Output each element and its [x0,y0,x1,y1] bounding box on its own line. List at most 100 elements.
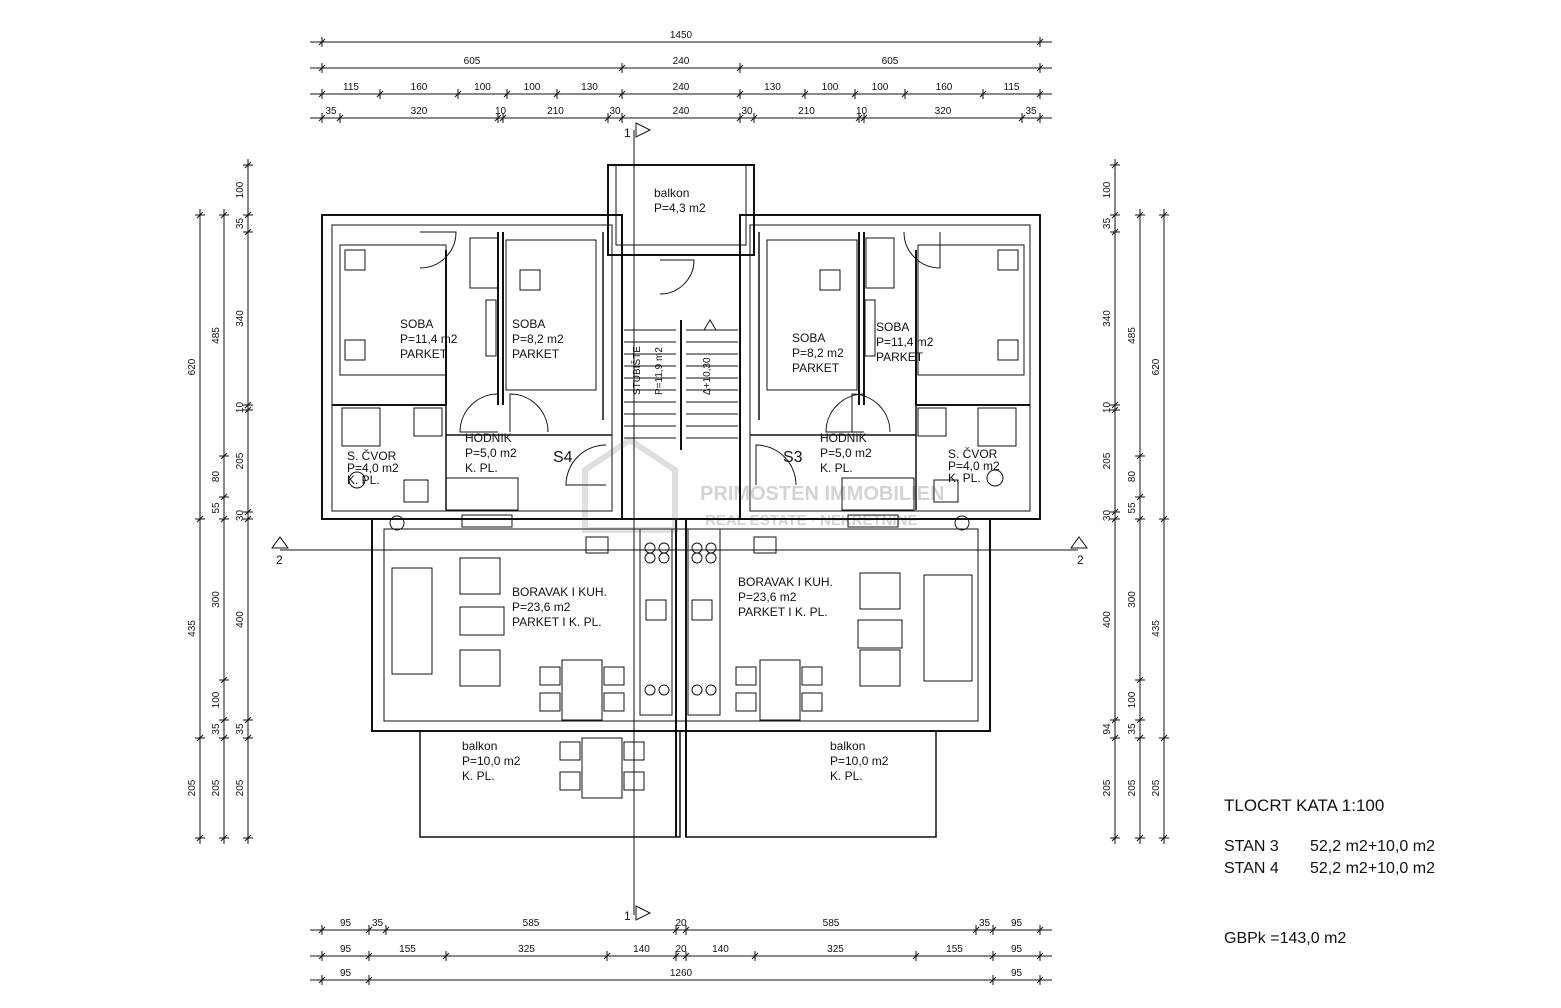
dimension-tick [1111,515,1119,523]
dimension-tick [503,90,511,98]
room-label-line: P=8,2 m2 [512,332,564,346]
room-label-line: P=11,4 m2 [876,335,934,349]
dimension-label: 205 [1102,779,1113,796]
room-label-line: PARKET [400,347,448,361]
dimension-label: 20 [675,944,687,955]
room-label-line: balkon [654,186,689,200]
dimension-tick [318,38,326,46]
shower [977,407,1017,447]
dimension-tick [499,114,507,122]
dimension-tick [365,952,373,960]
cabinet [461,514,513,528]
bed [766,239,858,391]
room-label-line: balkon [462,739,497,753]
dimension-label: 35 [1025,106,1037,117]
dimension-tick [736,90,744,98]
room-label-line: P=10,0 m2 [462,754,521,768]
dimension-tick [376,90,384,98]
dimension-tick [382,926,390,934]
section-mark-label: 1 [624,126,631,140]
dimension-label: 155 [946,944,963,955]
dimension-tick [244,834,252,842]
dimension-tick [1036,926,1044,934]
kitchen-sink [691,599,713,621]
hob-circle [644,552,656,564]
unit-row-stan-3: STAN 3 52,2 m2+10,0 m2 [1224,836,1435,858]
door-swing [459,393,499,433]
dimension-tick [220,493,228,501]
dimension-label: 205 [1102,452,1113,469]
armchair [859,649,901,687]
dimension-label: 160 [936,82,953,93]
pillow [997,339,1019,361]
dining-table [561,659,603,721]
dimension-label: 100 [1102,181,1113,198]
section-mark-arrow [635,905,652,921]
dimension-label: 10 [235,402,246,414]
dimension-tick [1136,211,1144,219]
dimension-tick [1111,716,1119,724]
dimension-tick [244,515,252,523]
room-label-line: P=4,3 m2 [654,201,706,215]
nightstand [519,269,541,291]
dimension-tick [318,90,326,98]
dimension-tick [1111,508,1119,516]
dimension-tick [196,834,204,842]
dimension-label: 205 [187,779,198,796]
dimension-tick [318,926,326,934]
chair [559,771,581,791]
dimension-label: 605 [882,56,899,67]
door-swing [825,393,865,433]
dimension-tick [220,211,228,219]
room-label-line: K. PL. [948,471,981,485]
dimension-tick [672,926,680,934]
dimension-label: 340 [235,310,246,327]
chair [603,692,625,712]
dimension-label: 325 [827,944,844,955]
stair-area: P=11,9 m2 [654,347,665,395]
dimension-label: 340 [1102,310,1113,327]
room-label-line: PARKET I K. PL. [512,615,602,629]
dimension-label: 95 [1011,918,1023,929]
room-label-line: balkon [830,739,865,753]
dimension-label: 35 [235,723,246,735]
dimension-tick [318,952,326,960]
dimension-tick [1111,406,1119,414]
room-label-line: K. PL. [462,769,495,783]
dimension-label: 100 [1127,691,1138,708]
room-label-line: S. ČVOR [347,448,397,463]
dimension-tick [1111,734,1119,742]
dimension-label: 95 [1011,968,1023,979]
room-label-line: P=5,0 m2 [820,446,872,460]
dimension-label: 100 [211,691,222,708]
kitchen-sink [645,599,667,621]
furniture [339,231,1025,799]
room-label-line: PARKET [792,361,840,375]
section-mark-label: 2 [276,553,283,567]
hob-circle [705,542,717,554]
dimension-tick [860,114,868,122]
hob-circle [658,542,670,554]
pillow [344,249,366,271]
chair [735,692,757,712]
stair-name: STUBIŠTE [630,346,643,395]
room-label-line: HODNIK [820,431,867,445]
dimension-tick [1136,734,1144,742]
dimension-tick [682,952,690,960]
hob-circle [705,684,717,696]
dimension-label: 95 [1011,944,1023,955]
hob-circle [644,542,656,554]
dimension-tick [1160,734,1168,742]
room-label-line: SOBA [876,320,909,334]
dimension-label: 80 [1127,471,1138,483]
dimension-label: 205 [1151,779,1162,796]
dimension-tick [220,676,228,684]
dimension-lines [195,37,1169,985]
hob-circle [658,552,670,564]
dimension-tick [220,734,228,742]
